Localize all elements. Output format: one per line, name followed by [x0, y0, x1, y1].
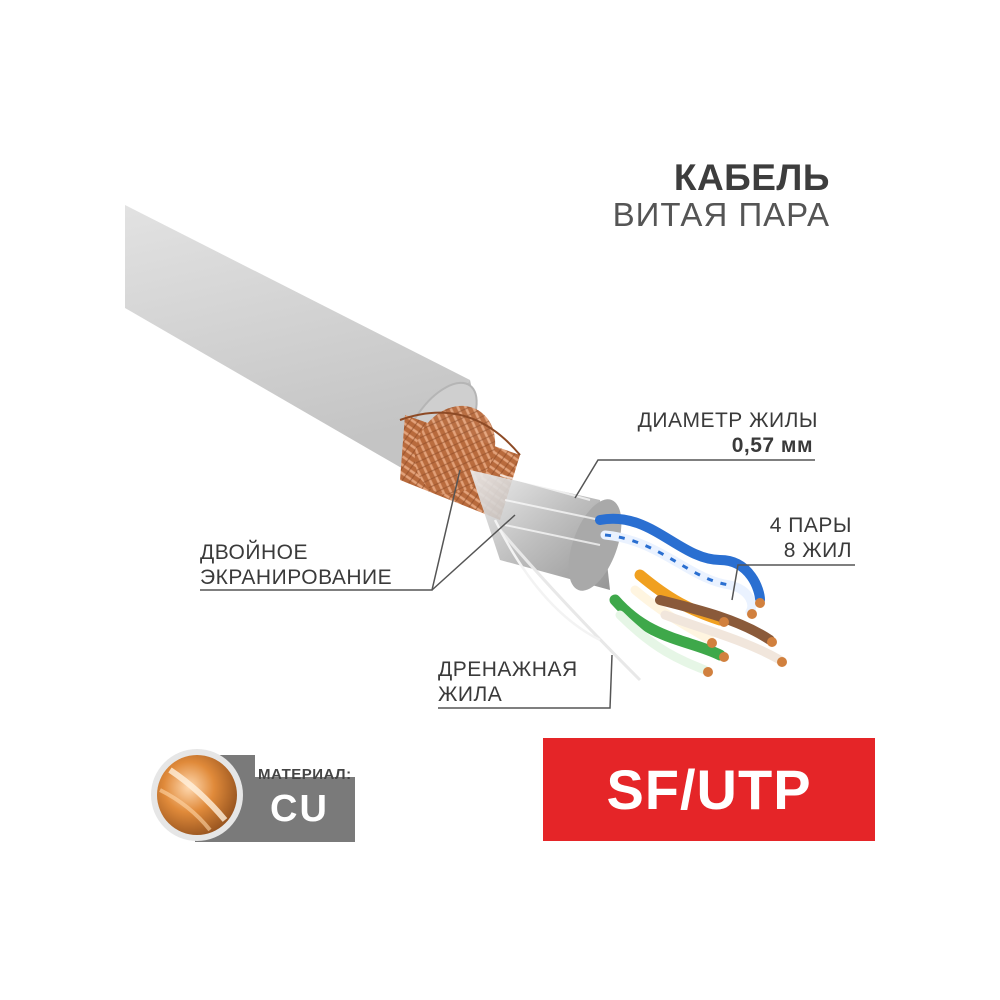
shield-label-line2: ЭКРАНИРОВАНИЕ: [200, 566, 393, 589]
page-subtitle: ВИТАЯ ПАРА: [612, 196, 830, 233]
leader-pairs: [731, 564, 855, 601]
leader-core-diameter: [574, 459, 815, 499]
drain-label-line1: ДРЕНАЖНАЯ: [438, 658, 578, 681]
drain-wire: [498, 529, 642, 682]
drain-label-line2: ЖИЛА: [438, 683, 503, 706]
cable-type-badge: SF/UTP: [543, 738, 875, 841]
leader-drain: [438, 654, 613, 709]
copper-material-icon: [151, 749, 355, 842]
leader-lines: [200, 459, 855, 709]
foil-shield: [470, 470, 622, 591]
shield-label-line1: ДВОЙНОЕ: [200, 541, 308, 564]
core-diameter-value: 0,57 мм: [731, 434, 813, 457]
twisted-pairs: [595, 513, 787, 677]
leader-shield-2: [431, 514, 516, 591]
page-title: КАБЕЛЬ: [673, 157, 830, 198]
cores-count-label: 8 ЖИЛ: [783, 539, 852, 562]
core-diameter-label: ДИАМЕТР ЖИЛЫ: [637, 409, 818, 432]
material-label: МАТЕРИАЛ:: [258, 766, 352, 783]
pairs-count-label: 4 ПАРЫ: [769, 514, 852, 537]
material-value: CU: [270, 788, 329, 830]
